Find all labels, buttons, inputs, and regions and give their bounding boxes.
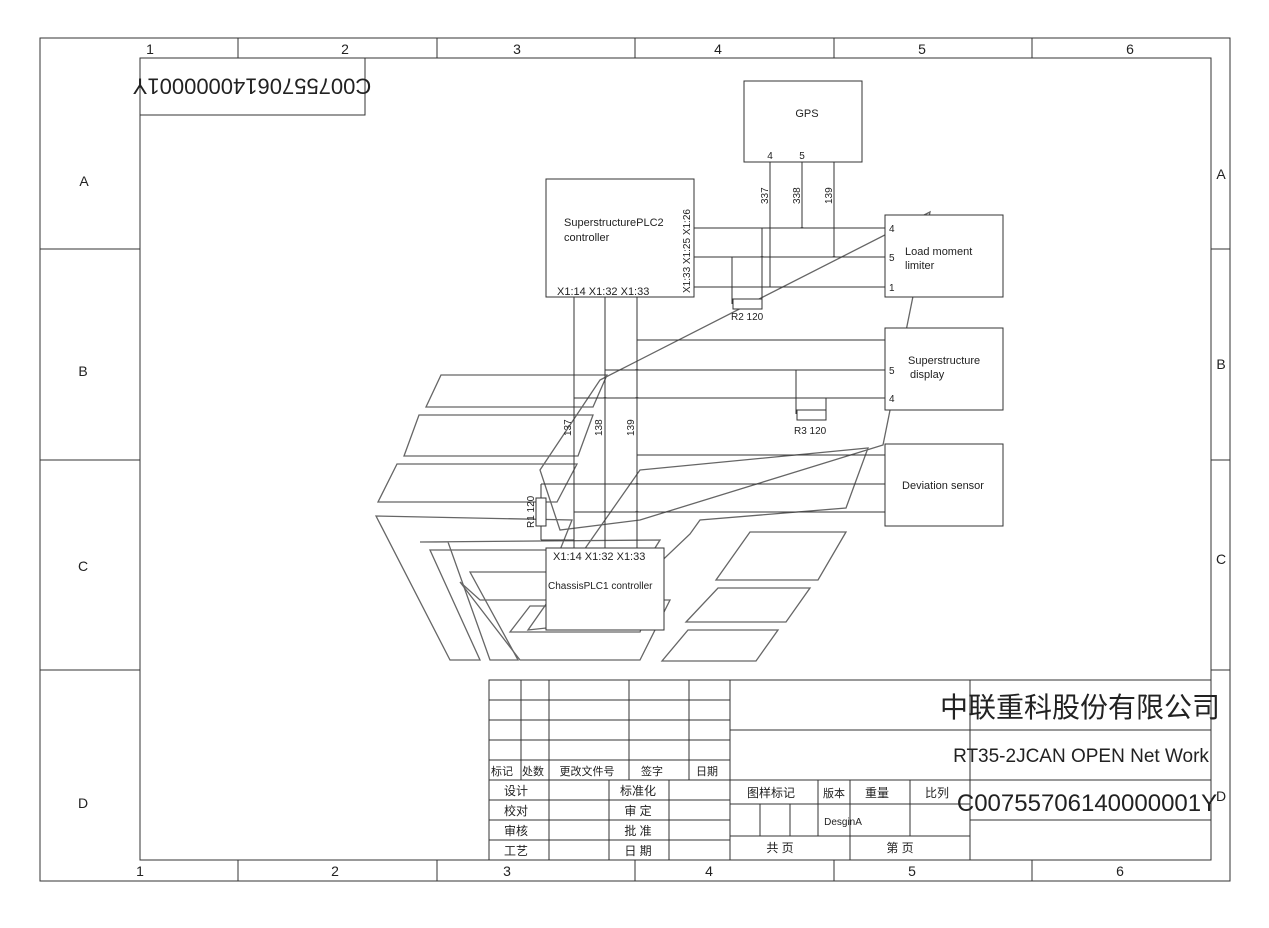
lml-pin-5: 5 bbox=[889, 253, 895, 264]
row-label-left-b: B bbox=[78, 363, 87, 379]
plc1-top-pins: X1:14 X1:32 X1:33 bbox=[553, 551, 645, 563]
version-value: DesginA bbox=[824, 817, 862, 828]
superstructure-display: Superstructure display 5 4 bbox=[884, 327, 1004, 411]
col-label-top-4: 4 bbox=[714, 41, 722, 57]
chassis-plc1-controller: X1:14 X1:32 X1:33 ChassisPLC1 controller bbox=[545, 547, 665, 631]
row-label-right-b: B bbox=[1216, 356, 1225, 372]
resistor-r3 bbox=[796, 409, 827, 421]
display-label-2: display bbox=[910, 369, 945, 381]
display-pin-5: 5 bbox=[889, 366, 895, 377]
rev-header-date: 日期 bbox=[696, 765, 718, 778]
sheet-number: 第 页 bbox=[886, 841, 913, 855]
col-label-top-1: 1 bbox=[146, 41, 154, 57]
col-label-top-2: 2 bbox=[341, 41, 349, 57]
gps-pin-5: 5 bbox=[799, 151, 805, 162]
wire-138: 138 bbox=[594, 419, 605, 436]
sign-approve: 审 定 bbox=[624, 803, 651, 818]
display-pin-4: 4 bbox=[889, 394, 895, 405]
col-label-top-5: 5 bbox=[918, 41, 926, 57]
plc1-label: ChassisPLC1 controller bbox=[548, 581, 653, 592]
col-label-bottom-6: 6 bbox=[1116, 863, 1124, 879]
resistor-r2 bbox=[732, 298, 763, 310]
wire-139-bottom: 139 bbox=[626, 419, 637, 436]
drawing-title: RT35-2JCAN OPEN Net Work bbox=[953, 746, 1209, 767]
rev-header-doc: 更改文件号 bbox=[560, 764, 615, 778]
sign-authorize: 批 准 bbox=[624, 823, 651, 838]
lml-pin-4: 4 bbox=[889, 224, 895, 235]
meta-scale: 比列 bbox=[925, 786, 949, 800]
col-label-top-6: 6 bbox=[1126, 41, 1134, 57]
flipped-number-box: C00755706140000001Y bbox=[132, 57, 371, 116]
row-label-left-c: C bbox=[78, 558, 88, 574]
plc2-bottom-pins: X1:14 X1:32 X1:33 bbox=[557, 286, 649, 298]
rev-header-mark: 标记 bbox=[491, 764, 513, 778]
rev-header-sign: 签字 bbox=[641, 764, 663, 778]
row-label-right-a: A bbox=[1216, 166, 1226, 182]
r2-label: R2 120 bbox=[731, 312, 764, 323]
sign-process: 工艺 bbox=[504, 844, 528, 858]
gps-pin-4: 4 bbox=[767, 151, 773, 162]
row-label-left-a: A bbox=[79, 173, 89, 189]
flipped-drawing-number: C00755706140000001Y bbox=[132, 74, 371, 99]
sign-standard: 标准化 bbox=[620, 784, 656, 798]
display-label-1: Superstructure bbox=[908, 355, 980, 367]
deviation-label: Deviation sensor bbox=[902, 480, 984, 492]
meta-weight: 重量 bbox=[865, 786, 889, 800]
sheets-total: 共 页 bbox=[766, 841, 793, 855]
wire-337: 337 bbox=[760, 187, 771, 204]
lml-label-1: Load moment bbox=[905, 246, 972, 258]
col-label-bottom-5: 5 bbox=[908, 863, 916, 879]
plc2-label-1: SuperstructurePLC2 bbox=[564, 217, 664, 229]
drawing-number: C00755706140000001Y bbox=[957, 790, 1217, 817]
r1-label: R1 120 bbox=[526, 495, 537, 528]
wire-137: 137 bbox=[563, 419, 574, 436]
resistor-r1 bbox=[535, 497, 547, 527]
col-label-bottom-2: 2 bbox=[331, 863, 339, 879]
row-label-right-d: D bbox=[1216, 788, 1226, 804]
wire-338: 338 bbox=[792, 187, 803, 204]
superstructure-plc2-controller: SuperstructurePLC2 controller X1:14 X1:3… bbox=[545, 178, 695, 298]
col-label-bottom-4: 4 bbox=[705, 863, 713, 879]
sign-design: 设计 bbox=[504, 784, 528, 798]
plc2-side-pins: X1:33 X1:25 X1:26 bbox=[682, 209, 693, 293]
gps-label: GPS bbox=[795, 108, 818, 120]
sign-review: 审核 bbox=[504, 823, 528, 838]
col-label-bottom-3: 3 bbox=[503, 863, 511, 879]
row-label-left-d: D bbox=[78, 795, 88, 811]
title-block: 中联重科股份有限公司 RT35-2JCAN OPEN Net Work C007… bbox=[488, 679, 1220, 861]
gps-module: GPS 4 5 bbox=[743, 80, 863, 163]
meta-drawing-mark: 图样标记 bbox=[747, 785, 795, 800]
meta-version: 版本 bbox=[823, 786, 845, 800]
lml-pin-1: 1 bbox=[889, 283, 895, 294]
sign-date: 日 期 bbox=[624, 844, 651, 858]
zone-labels: 1 2 3 4 5 6 1 2 3 4 5 6 A B C D A B C D bbox=[78, 41, 1226, 879]
col-label-bottom-1: 1 bbox=[136, 863, 144, 879]
col-label-top-3: 3 bbox=[513, 41, 521, 57]
bus-wiring bbox=[535, 162, 885, 548]
load-moment-limiter: Load moment limiter 4 5 1 bbox=[884, 214, 1004, 298]
lml-label-2: limiter bbox=[905, 260, 935, 272]
wire-labels: 337 338 139 137 138 139 R2 120 R3 120 R1… bbox=[526, 187, 835, 528]
row-label-right-c: C bbox=[1216, 551, 1226, 567]
plc2-label-2: controller bbox=[564, 232, 610, 244]
sign-check: 校对 bbox=[504, 803, 528, 818]
rev-header-count: 处数 bbox=[522, 765, 544, 778]
r3-label: R3 120 bbox=[794, 426, 827, 437]
deviation-sensor: Deviation sensor bbox=[884, 443, 1004, 527]
company-logo-watermark bbox=[374, 210, 931, 662]
wire-139-top: 139 bbox=[824, 187, 835, 204]
company-name: 中联重科股份有限公司 bbox=[940, 692, 1220, 723]
